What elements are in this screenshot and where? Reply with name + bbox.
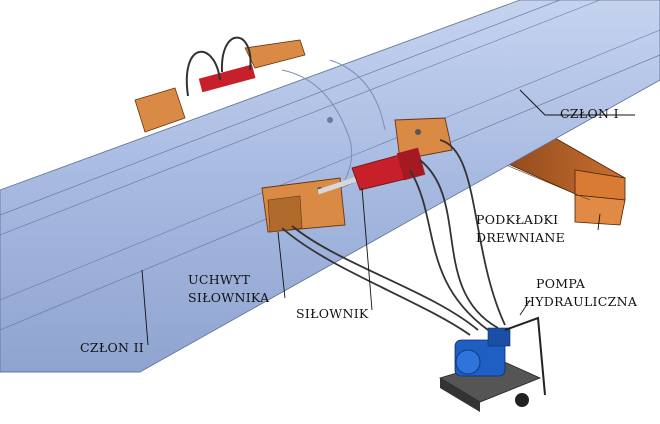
label-wooden-pads-line2: DREWNIANE [476, 230, 566, 245]
hydraulic-pump [439, 316, 546, 412]
label-czlon-2: CZŁON II [80, 340, 145, 355]
label-actuator-mount-line1: UCHWYT [188, 272, 251, 287]
hydraulic-cylinder [317, 147, 426, 195]
label-actuator-mount-line2: SIŁOWNIKA [188, 290, 270, 305]
hydraulic-hoses [281, 139, 506, 336]
label-pump-line2: HYDRAULICZNA [524, 294, 638, 309]
label-pump-line1: POMPA [536, 276, 586, 291]
label-cylinder: SIŁOWNIK [296, 306, 369, 321]
label-wooden-pads-line1: PODKŁADKI [476, 212, 559, 227]
leader-lines [141, 89, 635, 346]
top-bracket [134, 36, 306, 133]
label-czlon-1: CZŁON I [560, 106, 619, 121]
